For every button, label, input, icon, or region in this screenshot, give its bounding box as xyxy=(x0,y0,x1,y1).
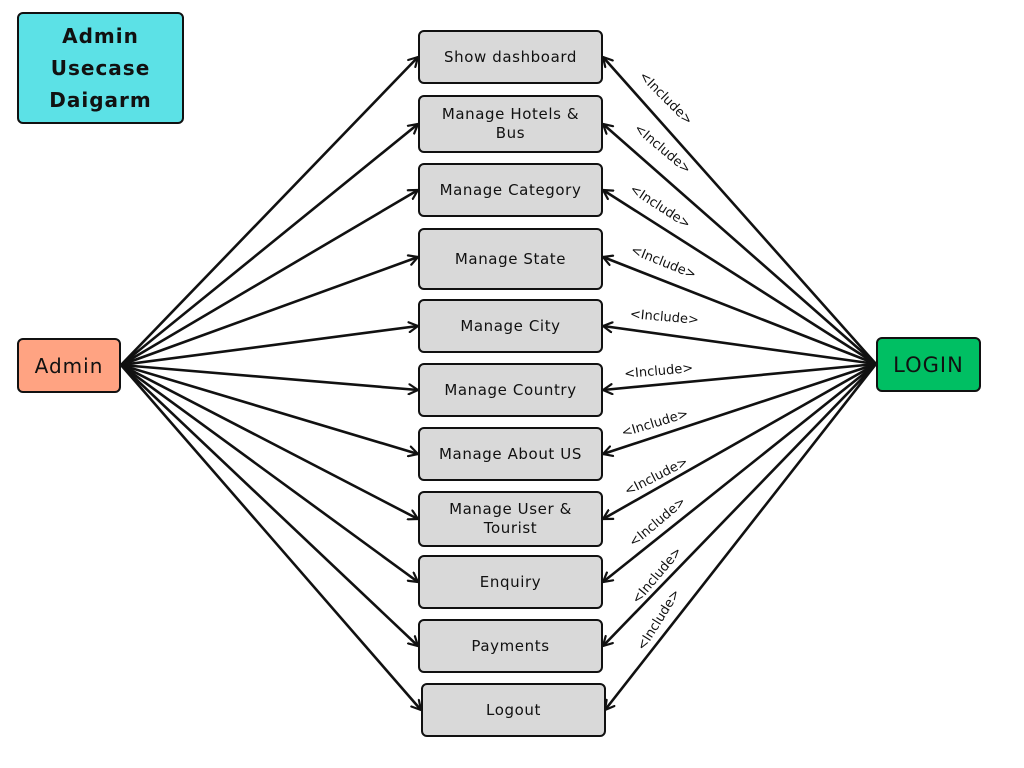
admin-arrow xyxy=(120,326,418,367)
admin-arrow xyxy=(120,363,418,582)
usecase-enquiry: Enquiry xyxy=(418,555,603,609)
actor-admin: Admin xyxy=(17,338,121,393)
admin-association-lines xyxy=(120,57,421,710)
include-label: <Include> xyxy=(628,243,698,283)
diagram-title: Admin Usecase Daigarm xyxy=(17,12,184,124)
include-label: <Include> xyxy=(629,307,699,328)
usecase-payments: Payments xyxy=(418,619,603,673)
include-arrow xyxy=(603,190,877,366)
admin-arrow xyxy=(120,364,421,710)
admin-arrow xyxy=(120,363,418,454)
admin-arrow xyxy=(120,57,418,366)
usecase-manage-category: Manage Category xyxy=(418,163,603,217)
admin-arrow xyxy=(120,257,418,367)
admin-arrow xyxy=(120,363,418,390)
include-arrow xyxy=(603,124,877,365)
usecase-manage-about-us: Manage About US xyxy=(418,427,603,481)
usecase-manage-city: Manage City xyxy=(418,299,603,353)
include-arrow xyxy=(603,362,877,582)
admin-arrow xyxy=(120,188,418,367)
admin-arrow xyxy=(120,363,418,519)
admin-arrow xyxy=(120,124,418,367)
include-relationship-lines xyxy=(603,57,878,710)
include-label: <Include> xyxy=(636,69,695,128)
include-arrow xyxy=(603,362,877,390)
include-arrow xyxy=(605,363,878,710)
include-label: <Include> xyxy=(627,182,693,232)
admin-arrow xyxy=(120,364,418,646)
include-arrow xyxy=(603,57,877,365)
include-arrow xyxy=(603,257,877,366)
usecase-manage-hotels-bus: Manage Hotels & Bus xyxy=(418,95,603,153)
usecase-show-dashboard: Show dashboard xyxy=(418,30,603,84)
include-arrow xyxy=(603,362,877,454)
usecase-manage-country: Manage Country xyxy=(418,363,603,417)
actor-login: LOGIN xyxy=(876,337,981,392)
include-arrow xyxy=(603,363,877,646)
usecase-manage-state: Manage State xyxy=(418,228,603,290)
include-arrow xyxy=(603,362,877,521)
include-label: <Include> xyxy=(624,361,694,382)
include-arrow xyxy=(603,326,877,366)
usecase-logout: Logout xyxy=(421,683,606,737)
include-label: <Include> xyxy=(622,455,690,500)
include-labels: <Include> <Include> <Include> <Include> <Inc… xyxy=(620,69,700,654)
usecase-manage-user-tourist: Manage User & Tourist xyxy=(418,491,603,547)
